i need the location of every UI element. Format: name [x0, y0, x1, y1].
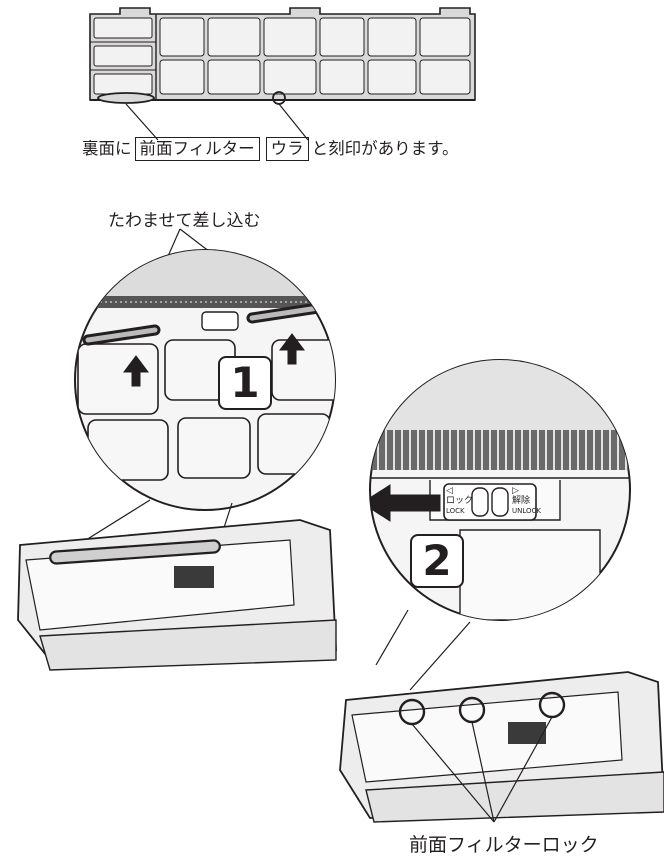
unlock-arrow-icon: ▷	[512, 486, 519, 496]
unlock-label-jp: 解除	[512, 496, 531, 506]
step-1-badge: 1	[218, 356, 272, 410]
lock-detail	[339, 359, 664, 823]
caption-filter-back: 裏面に 前面フィルター ウラ と刻印があります。	[82, 136, 459, 162]
filter-back-view	[89, 7, 476, 141]
caption-bend-insert: たわませて差し込む	[108, 211, 261, 231]
lock-label-jp: ロック	[446, 496, 474, 506]
unlock-label-en: UNLOCK	[512, 507, 541, 515]
caption-box-ura: ウラ	[265, 137, 309, 161]
caption-prefix: 裏面に	[82, 139, 132, 158]
caption-suffix: と刻印があります。	[311, 139, 459, 158]
lock-label: ◁ ロック LOCK	[446, 486, 473, 516]
step-2-badge: 2	[410, 534, 464, 588]
unlock-label: ▷ 解除 UNLOCK	[512, 486, 541, 516]
lock-label-en: LOCK	[446, 507, 465, 515]
caption-front-filter-lock: 前面フィルターロック	[409, 834, 599, 856]
insert-detail	[17, 228, 337, 671]
caption-box-front-filter: 前面フィルター	[134, 137, 260, 161]
lock-arrow-icon: ◁	[446, 486, 453, 496]
